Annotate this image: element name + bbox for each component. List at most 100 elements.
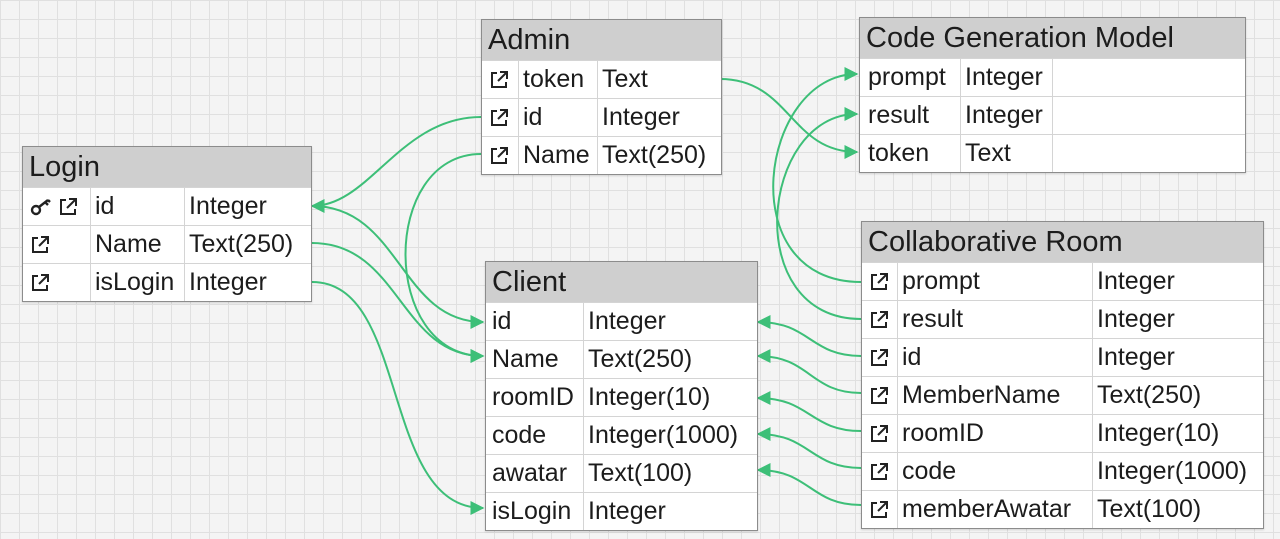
column-name: result [898,301,1093,338]
table-admin-row-name[interactable]: Name Text(250) [482,136,721,174]
row-icons [482,61,519,98]
column-name: token [519,61,598,98]
table-collab-row-result[interactable]: result Integer [862,300,1263,338]
column-name: isLogin [486,493,584,530]
column-name: prompt [898,263,1093,300]
column-type: Text [961,135,1053,172]
row-icons [862,453,898,490]
connector-collab-client-roomid[interactable] [756,391,862,432]
column-type: Integer [602,103,680,131]
external-link-icon [868,461,890,483]
column-type: Integer(1000) [1097,457,1248,485]
column-name: memberAwatar [898,491,1093,528]
table-login-row-name[interactable]: Name Text(250) [23,225,311,263]
row-icons [482,99,519,136]
table-client-row-name[interactable]: Name Text(250) [486,340,757,378]
column-type: Integer [189,268,267,296]
connector-collab-codegen-prompt[interactable] [772,67,862,283]
table-codegen-row-result[interactable]: result Integer [860,96,1245,134]
table-client-row-id[interactable]: id Integer [486,302,757,340]
external-link-icon [488,107,510,129]
table-code-generation-model[interactable]: Code Generation Model prompt Integer res… [859,17,1246,173]
row-icons [862,415,898,452]
external-link-icon [29,272,51,294]
external-link-icon [868,271,890,293]
table-login-row-islogin[interactable]: isLogin Integer [23,263,311,301]
column-name: Name [486,341,584,378]
table-client-row-awatar[interactable]: awatar Text(100) [486,454,757,492]
table-collab-row-prompt[interactable]: prompt Integer [862,262,1263,300]
table-login-title[interactable]: Login [23,147,311,187]
table-client-row-code[interactable]: code Integer(1000) [486,416,757,454]
column-type: Integer [961,97,1053,134]
column-name: id [519,99,598,136]
row-icons [23,226,91,263]
table-login[interactable]: Login id Integer Name Text(250) isLogin … [22,146,312,302]
table-client-title[interactable]: Client [486,262,757,302]
external-link-icon [868,309,890,331]
table-collab-row-roomid[interactable]: roomID Integer(10) [862,414,1263,452]
external-link-icon [488,145,510,167]
column-type: Text [602,65,648,93]
table-admin[interactable]: Admin token Text id Integer Name Text(25… [481,19,722,175]
table-collab-row-membername[interactable]: MemberName Text(250) [862,376,1263,414]
connector-collab-codegen-result[interactable] [776,107,862,320]
row-icons [23,264,91,301]
connector-admin-codegen-token[interactable] [719,78,859,159]
table-admin-title[interactable]: Admin [482,20,721,60]
column-type: Integer(10) [588,383,711,411]
table-collab-row-id[interactable]: id Integer [862,338,1263,376]
column-name: isLogin [91,264,185,301]
column-type: Text(250) [602,141,707,169]
table-codegen-title[interactable]: Code Generation Model [860,18,1245,58]
table-collab-row-memberawatar[interactable]: memberAwatar Text(100) [862,490,1263,528]
connector-collab-client-name[interactable] [756,349,862,394]
column-type: Integer [588,497,666,525]
connector-admin-client-name[interactable] [404,153,485,363]
column-type: Integer [1097,343,1175,371]
column-name: prompt [860,59,961,96]
external-link-icon [29,234,51,256]
connector-login-client-id[interactable] [311,205,485,329]
external-link-icon [868,347,890,369]
column-type: Text(250) [588,345,693,373]
column-type: Text(250) [1097,381,1202,409]
column-type: Integer(10) [1097,419,1220,447]
column-extra [1053,135,1243,172]
column-name: id [898,339,1093,376]
row-icons [862,263,898,300]
table-login-row-id[interactable]: id Integer [23,187,311,225]
column-type: Text(100) [588,459,693,487]
column-name: token [860,135,961,172]
row-icons [862,491,898,528]
column-extra [1053,59,1243,96]
table-admin-row-id[interactable]: id Integer [482,98,721,136]
column-type: Integer [588,307,666,335]
external-link-icon [868,385,890,407]
column-type: Text(100) [1097,495,1202,523]
table-client-row-roomid[interactable]: roomID Integer(10) [486,378,757,416]
table-collab-row-code[interactable]: code Integer(1000) [862,452,1263,490]
table-codegen-row-prompt[interactable]: prompt Integer [860,58,1245,96]
column-type: Integer [189,192,267,220]
row-icons [482,137,519,174]
connector-collab-client-code[interactable] [756,427,862,469]
column-name: result [860,97,961,134]
external-link-icon [868,499,890,521]
table-admin-row-token[interactable]: token Text [482,60,721,98]
column-name: Name [91,226,185,263]
connector-collab-client-awatar[interactable] [756,463,862,506]
column-extra [1053,97,1243,134]
table-collab-title[interactable]: Collaborative Room [862,222,1263,262]
table-codegen-row-token[interactable]: token Text [860,134,1245,172]
table-client-row-islogin[interactable]: isLogin Integer [486,492,757,530]
connector-login-client-name[interactable] [311,242,485,363]
table-collaborative-room[interactable]: Collaborative Room prompt Integer result… [861,221,1264,529]
external-link-icon [57,196,79,218]
table-client[interactable]: Client id Integer Name Text(250) roomID … [485,261,758,531]
connector-collab-client-id[interactable] [756,315,862,357]
connector-login-client-islogin[interactable] [311,281,485,515]
column-type: Integer [1097,305,1175,333]
column-name: id [91,188,185,225]
connector-admin-login-id[interactable] [310,116,482,213]
